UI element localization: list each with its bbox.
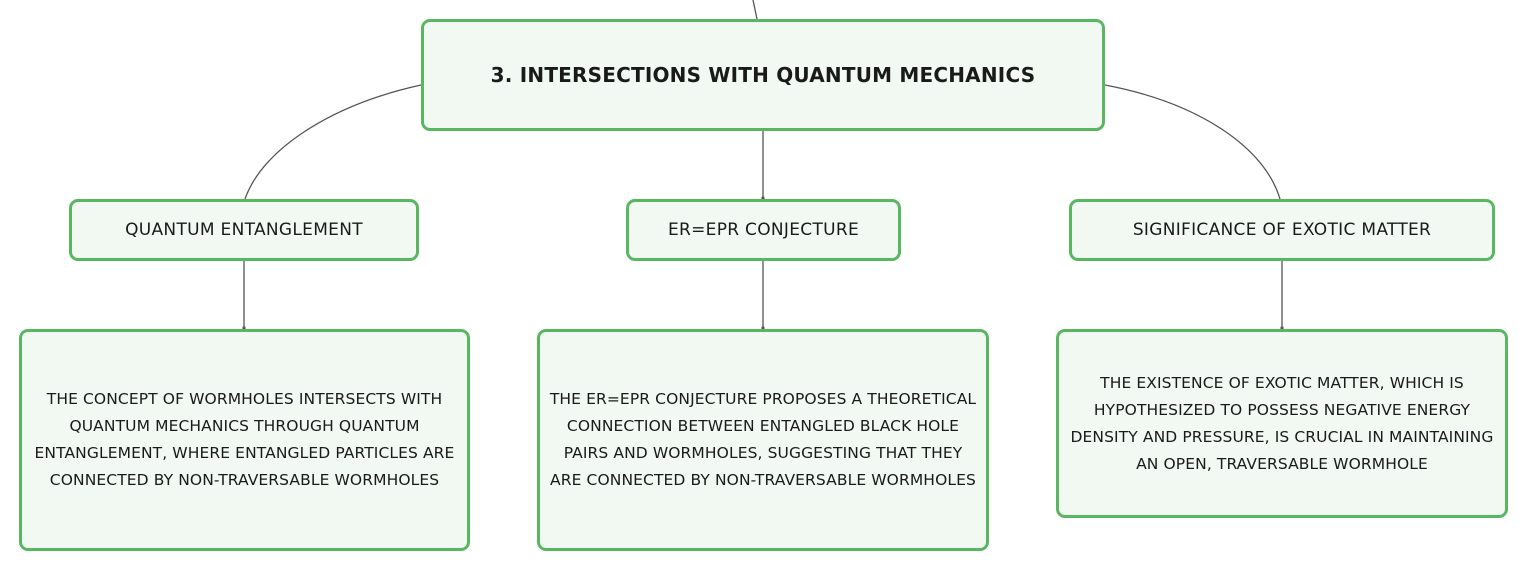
- connector-parent-to-root: [752, 0, 758, 20]
- connector-root-to-quantum-entanglement: [244, 84, 422, 200]
- detail-node-quantum-entanglement[interactable]: THE CONCEPT OF WORMHOLES INTERSECTS WITH…: [19, 329, 470, 551]
- connector-dot: [242, 326, 246, 330]
- detail-node-er-epr-conjecture[interactable]: THE ER=EPR CONJECTURE PROPOSES A THEORET…: [537, 329, 989, 551]
- connector-dot: [1280, 326, 1284, 330]
- detail-text: THE EXISTENCE OF EXOTIC MATTER, WHICH IS…: [1070, 373, 1494, 473]
- detail-text: THE ER=EPR CONJECTURE PROPOSES A THEORET…: [549, 390, 977, 489]
- topic-label: QUANTUM ENTANGLEMENT: [125, 220, 363, 240]
- topic-label: ER=EPR CONJECTURE: [667, 220, 860, 240]
- connector-root-to-exotic-matter: [1104, 84, 1281, 200]
- detail-node-significance-of-exotic-matter[interactable]: THE EXISTENCE OF EXOTIC MATTER, WHICH IS…: [1056, 329, 1508, 518]
- topic-node-er-epr-conjecture[interactable]: ER=EPR CONJECTURE: [626, 199, 901, 261]
- topic-label: SIGNIFICANCE OF EXOTIC MATTER: [1132, 220, 1432, 240]
- detail-text: THE CONCEPT OF WORMHOLES INTERSECTS WITH…: [34, 390, 455, 489]
- connector-dot: [761, 326, 765, 330]
- connector-dot: [761, 196, 765, 200]
- topic-node-significance-of-exotic-matter[interactable]: SIGNIFICANCE OF EXOTIC MATTER: [1069, 199, 1495, 261]
- root-title: 3. INTERSECTIONS WITH QUANTUM MECHANICS: [490, 63, 1036, 87]
- root-node[interactable]: 3. INTERSECTIONS WITH QUANTUM MECHANICS: [421, 19, 1105, 131]
- topic-node-quantum-entanglement[interactable]: QUANTUM ENTANGLEMENT: [69, 199, 419, 261]
